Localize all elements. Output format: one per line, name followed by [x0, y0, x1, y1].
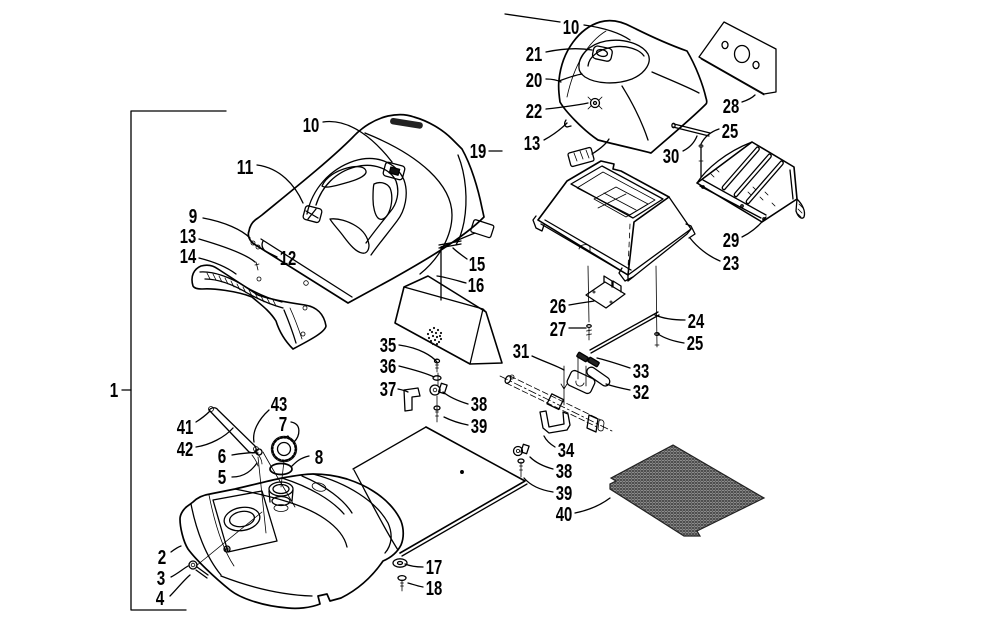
- svg-text:35: 35: [380, 334, 397, 357]
- svg-text:18: 18: [426, 577, 443, 600]
- svg-text:6: 6: [218, 445, 227, 468]
- svg-text:34: 34: [558, 439, 575, 462]
- svg-text:1: 1: [110, 379, 119, 402]
- svg-text:31: 31: [513, 340, 530, 363]
- svg-text:36: 36: [380, 355, 397, 378]
- svg-text:38: 38: [471, 393, 488, 416]
- svg-text:42: 42: [177, 438, 194, 461]
- svg-text:2: 2: [158, 546, 167, 569]
- svg-text:32: 32: [633, 381, 650, 404]
- svg-text:4: 4: [156, 587, 165, 610]
- svg-text:23: 23: [723, 252, 740, 275]
- svg-text:12: 12: [280, 247, 297, 270]
- svg-text:9: 9: [189, 205, 198, 228]
- svg-text:37: 37: [380, 378, 397, 401]
- svg-text:20: 20: [526, 69, 543, 92]
- svg-text:26: 26: [550, 295, 567, 318]
- svg-text:30: 30: [663, 145, 680, 168]
- svg-text:40: 40: [556, 503, 573, 526]
- svg-text:25: 25: [722, 120, 739, 143]
- svg-text:14: 14: [180, 245, 197, 268]
- svg-text:13: 13: [180, 225, 197, 248]
- svg-text:8: 8: [315, 446, 324, 469]
- svg-text:28: 28: [723, 95, 740, 118]
- svg-text:33: 33: [633, 360, 650, 383]
- svg-text:19: 19: [470, 140, 487, 163]
- svg-text:3: 3: [157, 567, 166, 590]
- svg-text:7: 7: [279, 413, 288, 436]
- svg-text:5: 5: [218, 466, 227, 489]
- svg-text:13: 13: [524, 132, 541, 155]
- svg-text:17: 17: [426, 556, 443, 579]
- svg-text:10: 10: [563, 16, 580, 39]
- svg-text:15: 15: [469, 253, 486, 276]
- svg-text:24: 24: [688, 310, 705, 333]
- svg-text:38: 38: [556, 460, 573, 483]
- svg-text:16: 16: [468, 274, 485, 297]
- svg-text:39: 39: [556, 482, 573, 505]
- svg-text:10: 10: [303, 114, 320, 137]
- svg-text:29: 29: [723, 229, 740, 252]
- svg-text:11: 11: [237, 156, 254, 179]
- svg-text:27: 27: [550, 318, 567, 341]
- svg-text:39: 39: [471, 415, 488, 438]
- svg-text:22: 22: [526, 100, 543, 123]
- svg-text:43: 43: [271, 393, 288, 416]
- svg-text:41: 41: [177, 416, 194, 439]
- svg-text:21: 21: [526, 43, 543, 66]
- svg-text:25: 25: [687, 332, 704, 355]
